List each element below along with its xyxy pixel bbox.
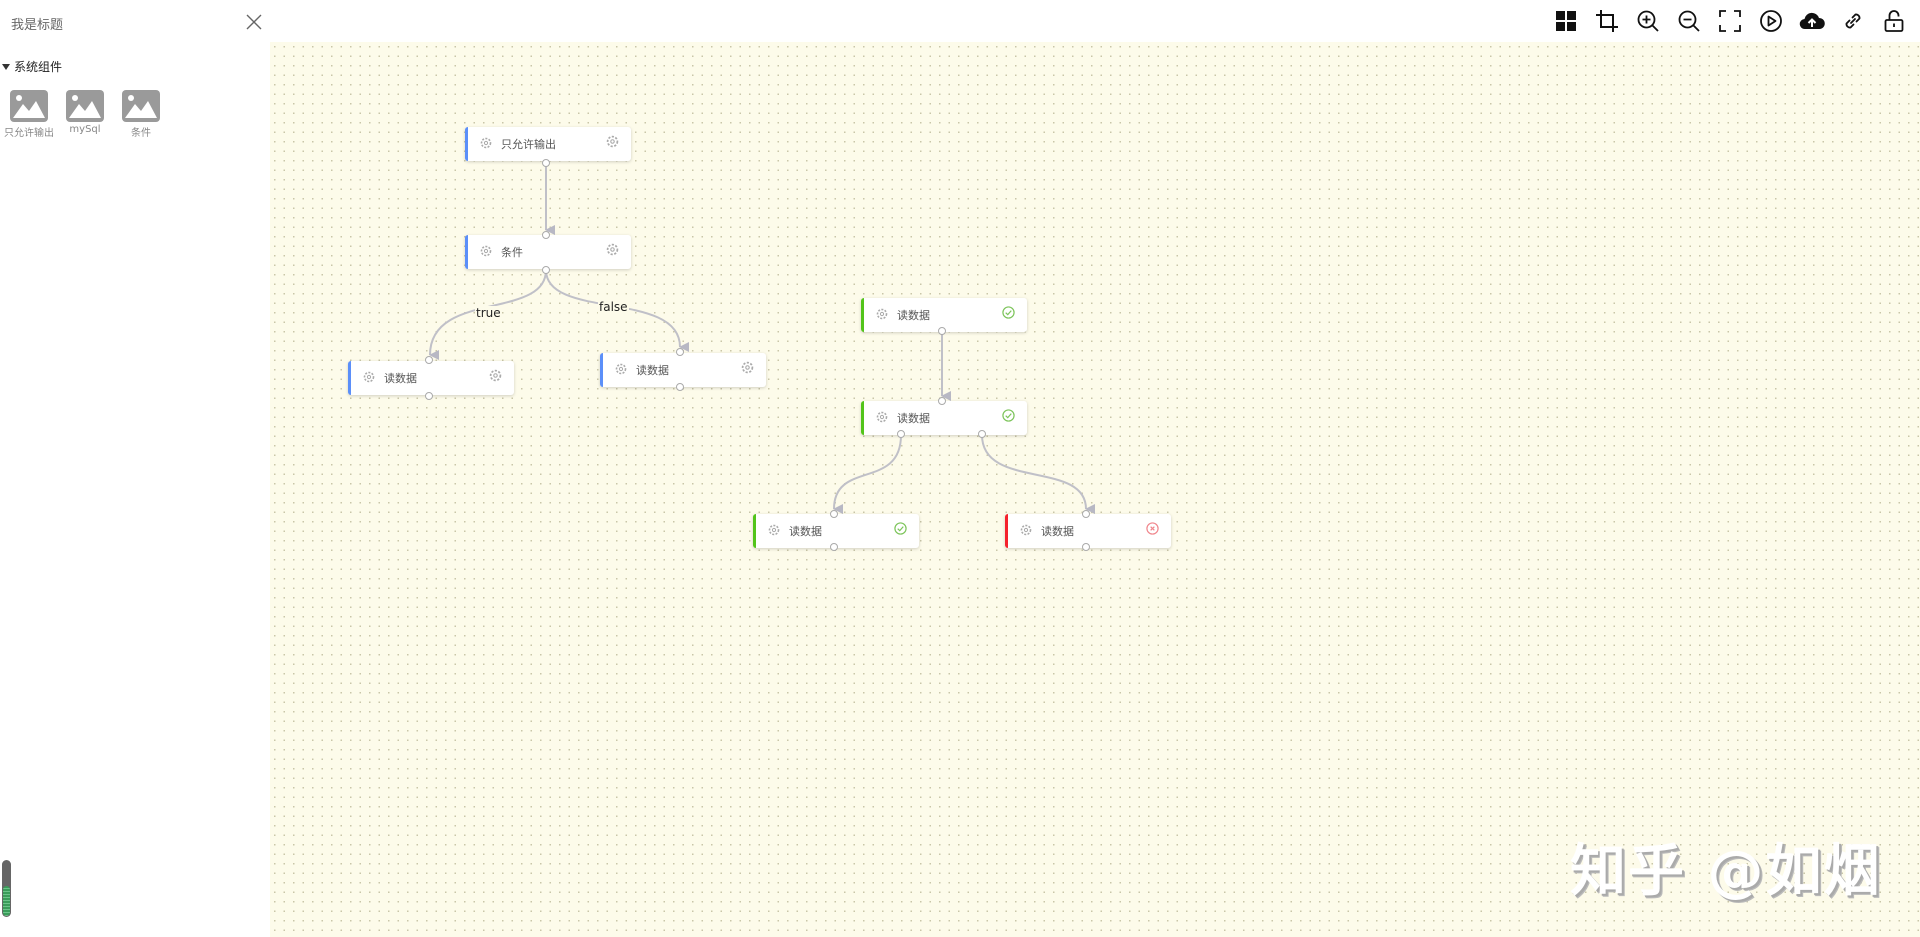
component-item-mysql[interactable]: mySql — [66, 90, 104, 139]
flow-node-read-data-true[interactable]: 读数据 — [348, 361, 514, 395]
flow-node-output-only[interactable]: 只允许输出 — [465, 127, 631, 161]
input-port[interactable] — [938, 397, 946, 405]
flow-canvas[interactable] — [270, 42, 1920, 937]
layout-button[interactable] — [1552, 7, 1580, 35]
gear-icon[interactable] — [741, 361, 754, 374]
check-circle-icon — [1002, 306, 1015, 319]
gear-icon — [768, 524, 780, 536]
close-button[interactable] — [244, 12, 264, 32]
image-icon — [66, 90, 104, 122]
component-label: 条件 — [131, 128, 151, 139]
progress-fill — [3, 886, 10, 916]
gear-icon[interactable] — [606, 135, 619, 148]
output-port[interactable] — [1082, 543, 1090, 551]
flow-node-read-data-false[interactable]: 读数据 — [600, 353, 766, 387]
crop-icon — [1596, 10, 1618, 32]
gear-icon — [615, 363, 627, 375]
output-port[interactable] — [542, 266, 550, 274]
gear-icon — [876, 308, 888, 320]
component-list: 只允许输出 mySql 条件 — [4, 90, 160, 139]
input-port[interactable] — [425, 356, 433, 364]
edge-label-false: false — [598, 300, 629, 314]
zoom-out-icon — [1678, 10, 1700, 32]
gear-icon — [363, 371, 375, 383]
node-label: 读数据 — [636, 364, 669, 377]
input-port[interactable] — [676, 348, 684, 356]
input-port[interactable] — [542, 231, 550, 239]
group-label: 系统组件 — [14, 60, 63, 74]
zoom-in-icon — [1637, 10, 1659, 32]
edge-label-true: true — [475, 306, 502, 320]
link-icon — [1845, 13, 1861, 29]
image-icon — [122, 90, 160, 122]
watermark: 知乎 @如烟 — [1570, 839, 1882, 904]
node-label: 读数据 — [384, 372, 417, 385]
lock-toggle-button[interactable] — [1880, 7, 1908, 35]
flow-node-condition[interactable]: 条件 — [465, 235, 631, 269]
input-port[interactable] — [1082, 510, 1090, 518]
node-label: 条件 — [501, 246, 523, 259]
fullscreen-icon — [1719, 10, 1741, 32]
close-circle-icon — [1146, 522, 1159, 535]
component-label: 只允许输出 — [4, 128, 54, 139]
output-port[interactable] — [425, 392, 433, 400]
check-circle-icon — [1002, 409, 1015, 422]
flow-node-read-data-d[interactable]: 读数据 — [1005, 514, 1171, 548]
play-icon — [1760, 10, 1782, 32]
sidebar: 我是标题 系统组件 只允许输出 mySql 条件 — [0, 0, 270, 937]
upload-button[interactable] — [1798, 7, 1826, 35]
crop-button[interactable] — [1593, 7, 1621, 35]
output-port[interactable] — [938, 327, 946, 335]
node-label: 读数据 — [897, 412, 930, 425]
gear-icon[interactable] — [606, 243, 619, 256]
node-label: 读数据 — [1041, 525, 1074, 538]
caret-down-icon — [2, 63, 10, 70]
node-label: 读数据 — [789, 525, 822, 538]
gear-icon — [480, 137, 492, 149]
close-icon — [246, 14, 262, 30]
gear-icon — [876, 411, 888, 423]
gear-icon[interactable] — [489, 369, 502, 382]
output-port[interactable] — [897, 430, 905, 438]
check-circle-icon — [894, 522, 907, 535]
component-item-condition[interactable]: 条件 — [122, 90, 160, 139]
fit-view-button[interactable] — [1716, 7, 1744, 35]
output-port[interactable] — [830, 543, 838, 551]
flow-node-read-data-a[interactable]: 读数据 — [861, 298, 1027, 332]
output-port[interactable] — [978, 430, 986, 438]
link-button[interactable] — [1839, 7, 1867, 35]
flow-node-read-data-b[interactable]: 读数据 — [861, 401, 1027, 435]
progress-scrollbar[interactable] — [2, 860, 11, 917]
gear-icon — [480, 245, 492, 257]
unlock-icon — [1884, 10, 1904, 32]
output-port[interactable] — [542, 159, 550, 167]
zoom-out-button[interactable] — [1675, 7, 1703, 35]
component-item-output-only[interactable]: 只允许输出 — [4, 90, 54, 139]
run-button[interactable] — [1757, 7, 1785, 35]
image-icon — [10, 90, 48, 122]
sidebar-title: 我是标题 — [11, 18, 64, 33]
gear-icon — [1020, 524, 1032, 536]
component-label: mySql — [69, 124, 101, 135]
cloud-upload-icon — [1799, 12, 1825, 30]
output-port[interactable] — [676, 383, 684, 391]
node-label: 只允许输出 — [501, 138, 556, 151]
node-label: 读数据 — [897, 309, 930, 322]
component-group-header[interactable]: 系统组件 — [2, 58, 62, 75]
grid-icon — [1556, 11, 1576, 31]
toolbar — [1552, 0, 1920, 42]
zoom-in-button[interactable] — [1634, 7, 1662, 35]
flow-node-read-data-c[interactable]: 读数据 — [753, 514, 919, 548]
input-port[interactable] — [830, 510, 838, 518]
